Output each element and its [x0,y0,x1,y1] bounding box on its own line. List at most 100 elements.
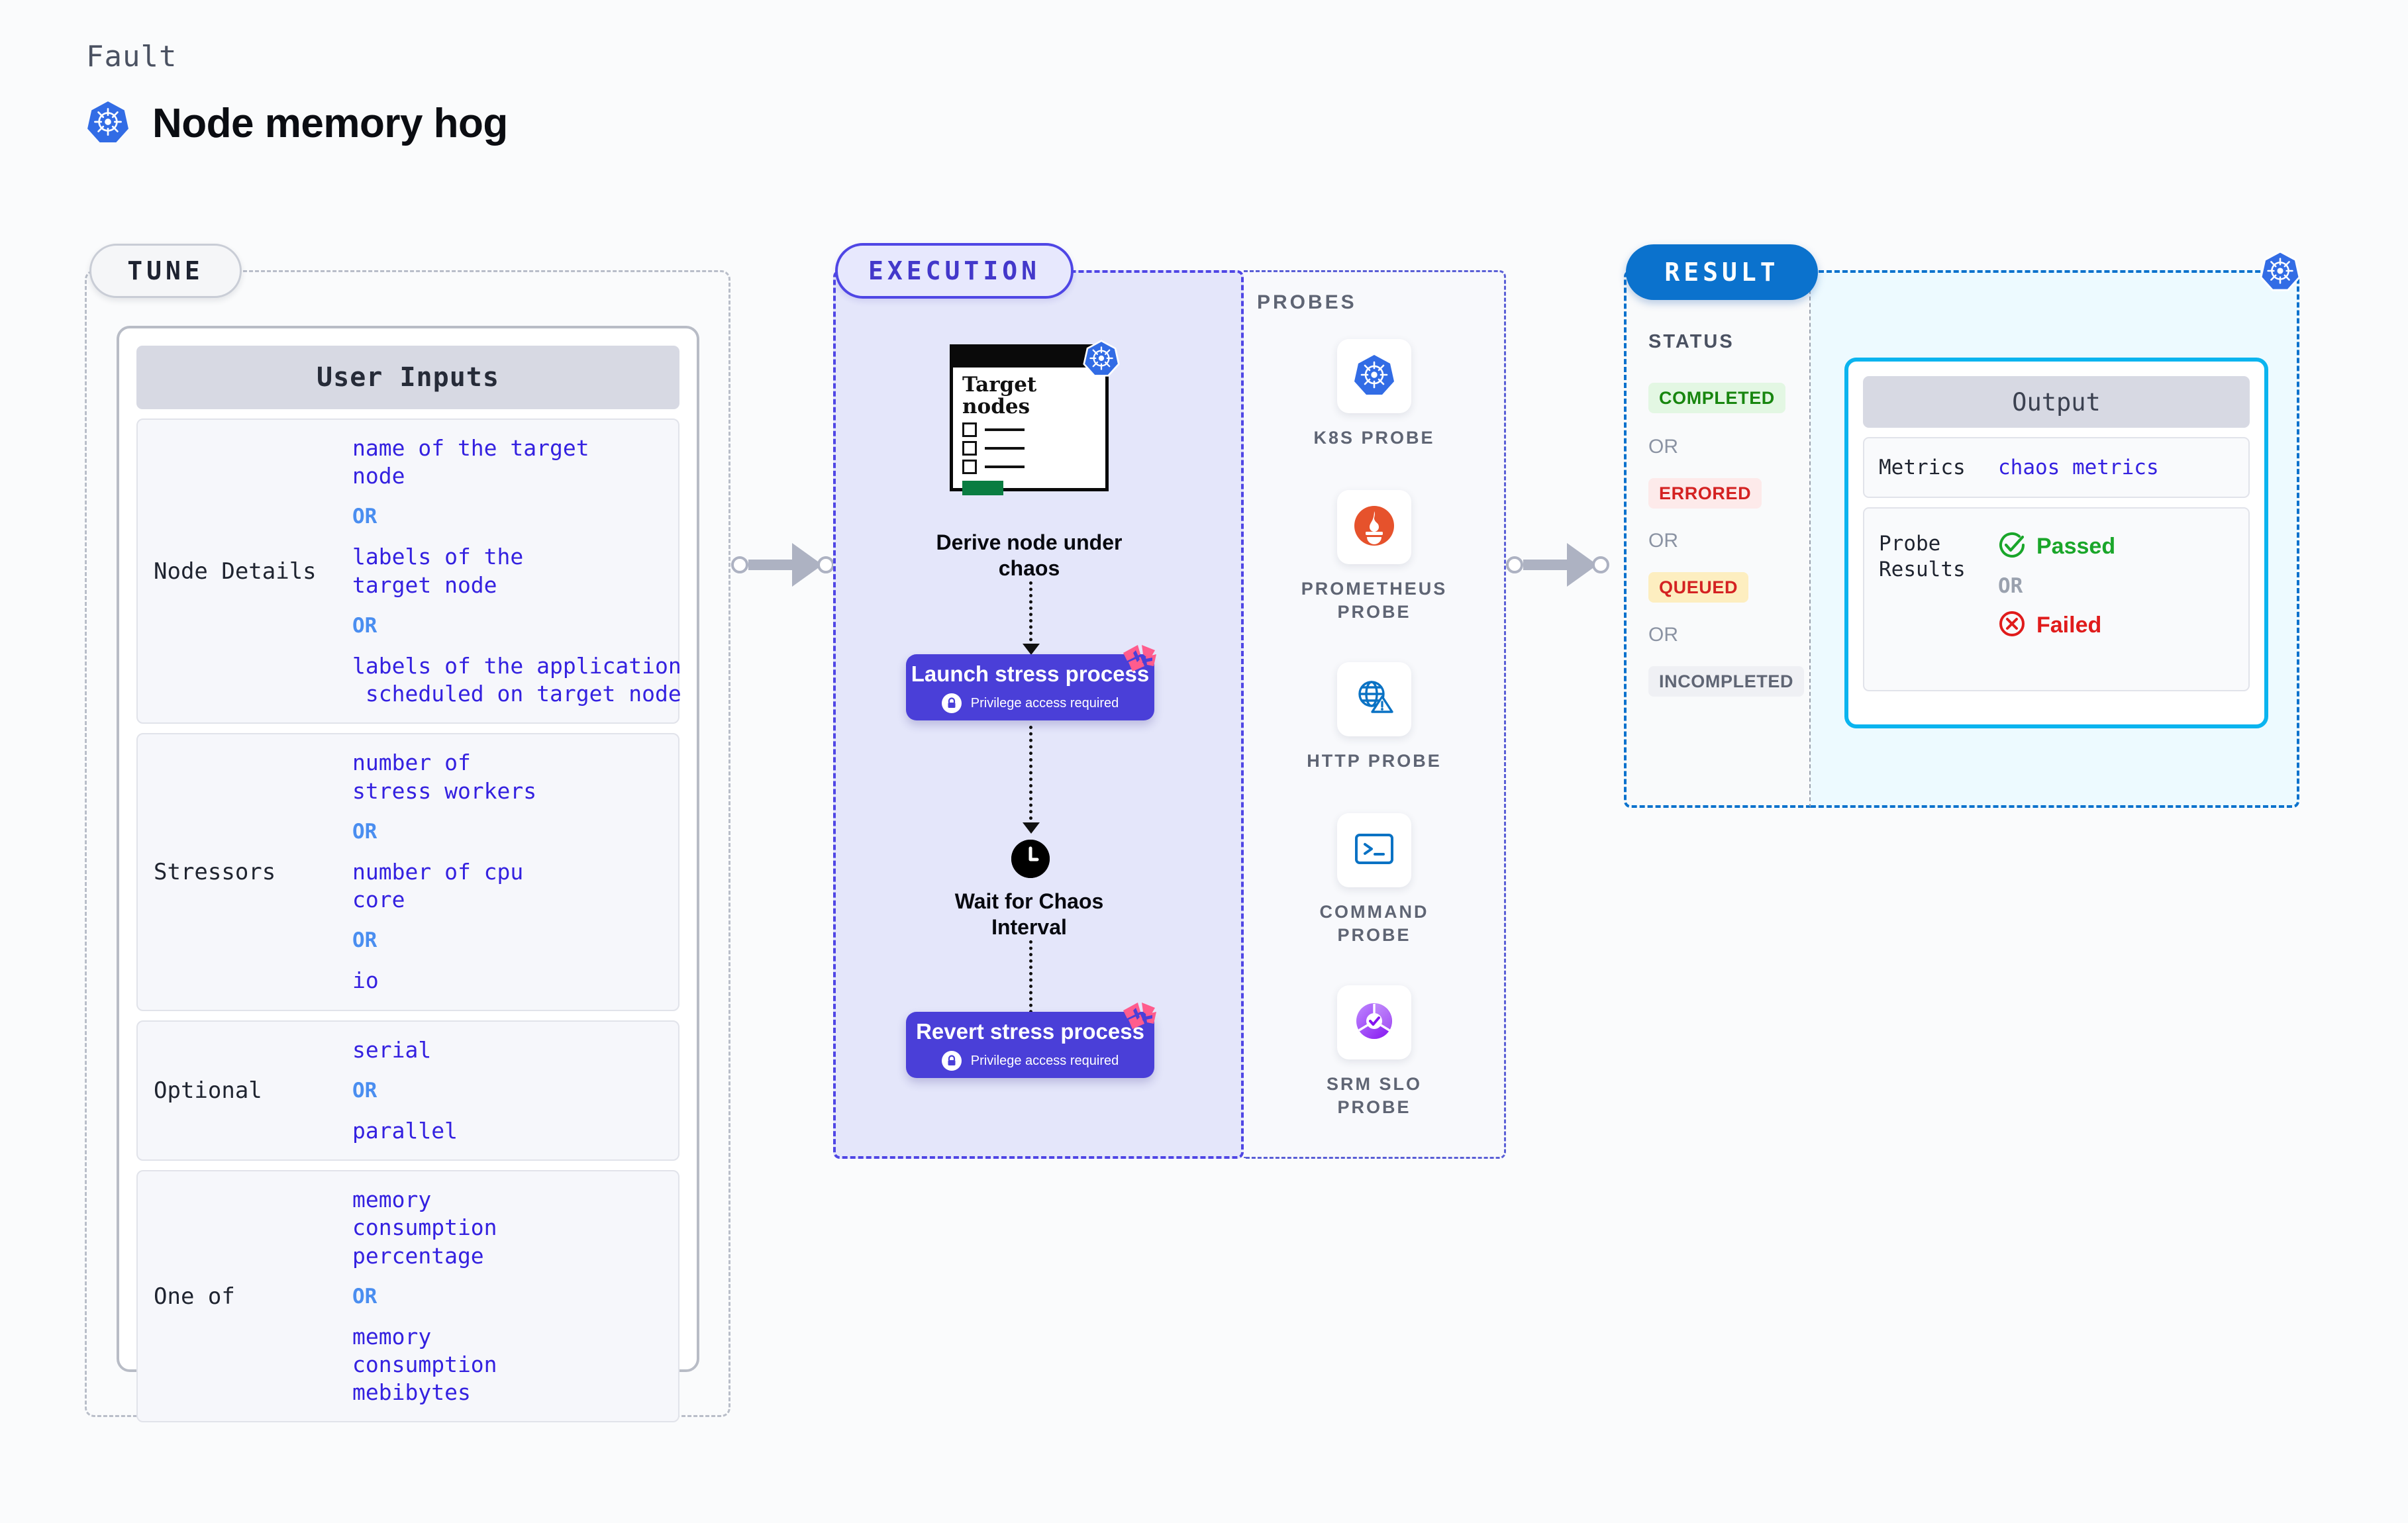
probe-label: SRM SLO PROBE [1326,1074,1422,1118]
arrow-end-dot [1592,556,1609,573]
terminal-icon [1354,832,1395,869]
probe-item-command[interactable]: COMMAND PROBE [1295,813,1454,947]
status-separator: OR [1648,436,1678,458]
probes-section-label: PROBES [1257,291,1357,313]
probe-result-failed: Failed [1998,610,2115,641]
kubernetes-icon [1353,354,1395,399]
probe-item-srm-slo[interactable]: SRM SLO PROBE [1295,985,1454,1119]
probe-result-separator: OR [1998,574,2023,598]
output-row-key: Probe Results [1879,532,1966,581]
probe-item-http[interactable]: HTTP PROBE [1295,662,1454,773]
result-status-panel [1624,270,1811,808]
table-row: Stressors number of stress workers OR nu… [136,733,679,1011]
clock-icon [1011,840,1050,878]
result-pill-label: RESULT [1626,244,1818,300]
status-badge-label: INCOMPLETED [1659,671,1794,691]
harness-mark-icon [1121,1001,1159,1039]
slo-donut-check-icon [1354,1001,1395,1045]
row-value: io [352,967,379,994]
probe-tile [1337,662,1411,736]
row-value: memory consumption percentage [352,1187,497,1269]
output-row-key: Metrics [1879,455,1966,479]
user-inputs-title: User Inputs [136,346,679,409]
probe-label: PROMETHEUS PROBE [1301,579,1448,622]
step-caption: Wait for Chaos Interval [954,889,1104,940]
privilege-note: Privilege access required [941,693,1119,714]
fault-title-row: Node memory hog [86,100,508,147]
row-separator: OR [352,1284,377,1308]
check-circle-icon [1998,531,2026,562]
output-row-value[interactable]: chaos metrics [1998,456,2159,479]
privilege-note-text: Privilege access required [970,1053,1119,1068]
row-key: Node Details [154,558,317,585]
row-value: name of the target node [352,435,589,489]
arrow-shaft [1523,560,1567,570]
probe-label: K8S PROBE [1313,428,1435,448]
x-circle-icon [1998,610,2026,641]
fault-eyebrow: Fault [86,40,177,74]
status-badge-label: QUEUED [1659,577,1738,597]
harness-mark-icon [1121,644,1159,681]
status-badge: COMPLETED [1648,383,1785,413]
row-separator: OR [352,505,377,529]
flow-arrow-execution-to-result [1506,543,1609,587]
row-value: memory consumption mebibytes [352,1323,497,1406]
revert-stress-process-card[interactable]: Revert stress process Privilege access r… [906,1003,1156,1078]
line-dash [985,428,1025,431]
probe-label: HTTP PROBE [1307,751,1442,771]
lock-icon [941,693,962,714]
card-title: Launch stress process [911,661,1150,686]
page-title: Node memory hog [152,101,508,146]
status-separator: OR [1648,624,1678,646]
row-value: number of cpu core [352,858,524,913]
page-header: Fault Node memory hog [86,40,508,147]
row-separator: OR [352,613,377,638]
row-value: labels of the target node [352,544,524,598]
arrow-start-dot [731,556,748,573]
probe-result-passed: Passed [1998,531,2115,562]
probe-item-prometheus[interactable]: PROMETHEUS PROBE [1295,490,1454,624]
status-section-label: STATUS [1648,331,1734,352]
line-dash [985,446,1025,450]
card-titlebar [953,348,1105,368]
tune-pill-label: TUNE [89,244,242,298]
row-value: parallel [352,1117,458,1144]
kubernetes-icon [1083,340,1120,380]
status-badge: QUEUED [1648,572,1749,603]
flow-connector [1029,940,1032,1020]
row-separator: OR [352,1078,377,1103]
probe-result-failed-label: Failed [2036,613,2102,638]
row-separator: OR [352,819,377,844]
flow-arrow-tune-to-execution [731,543,834,587]
target-nodes-label: Target nodes [962,373,1037,419]
flow-connector [1029,581,1032,648]
row-value: labels of the application scheduled on t… [352,652,681,707]
kubernetes-icon [86,100,130,147]
globe-warning-icon [1354,677,1395,722]
probe-item-k8s[interactable]: K8S PROBE [1295,339,1454,450]
kubernetes-icon [2260,250,2301,295]
status-badge-label: COMPLETED [1659,387,1775,408]
flow-connector [1029,726,1032,826]
row-value: serial [352,1036,432,1063]
checkbox-icon [962,459,977,474]
lock-icon [941,1051,962,1071]
user-inputs-card: User Inputs Node Details name of the tar… [117,326,699,1423]
execution-pill-label: EXECUTION [835,243,1074,299]
checkbox-line [953,456,1105,474]
probe-tile [1337,339,1411,413]
output-row-probe-results: Probe Results Passed OR [1863,507,2250,691]
status-badge-label: ERRORED [1659,483,1752,503]
checkbox-icon [962,440,977,456]
green-bar-icon [962,480,1003,495]
arrow-start-dot [1506,556,1523,573]
launch-stress-process-card[interactable]: Launch stress process Privilege access r… [906,645,1156,720]
status-badge: INCOMPLETED [1648,666,1805,697]
arrow-end-dot [817,556,834,573]
row-separator: OR [352,928,377,953]
checkbox-icon [962,422,977,437]
table-row: One of memory consumption percentage OR … [136,1170,679,1423]
table-row: Optional serial OR parallel [136,1020,679,1161]
status-separator: OR [1648,530,1678,552]
table-row: Node Details name of the target node OR … [136,418,681,724]
